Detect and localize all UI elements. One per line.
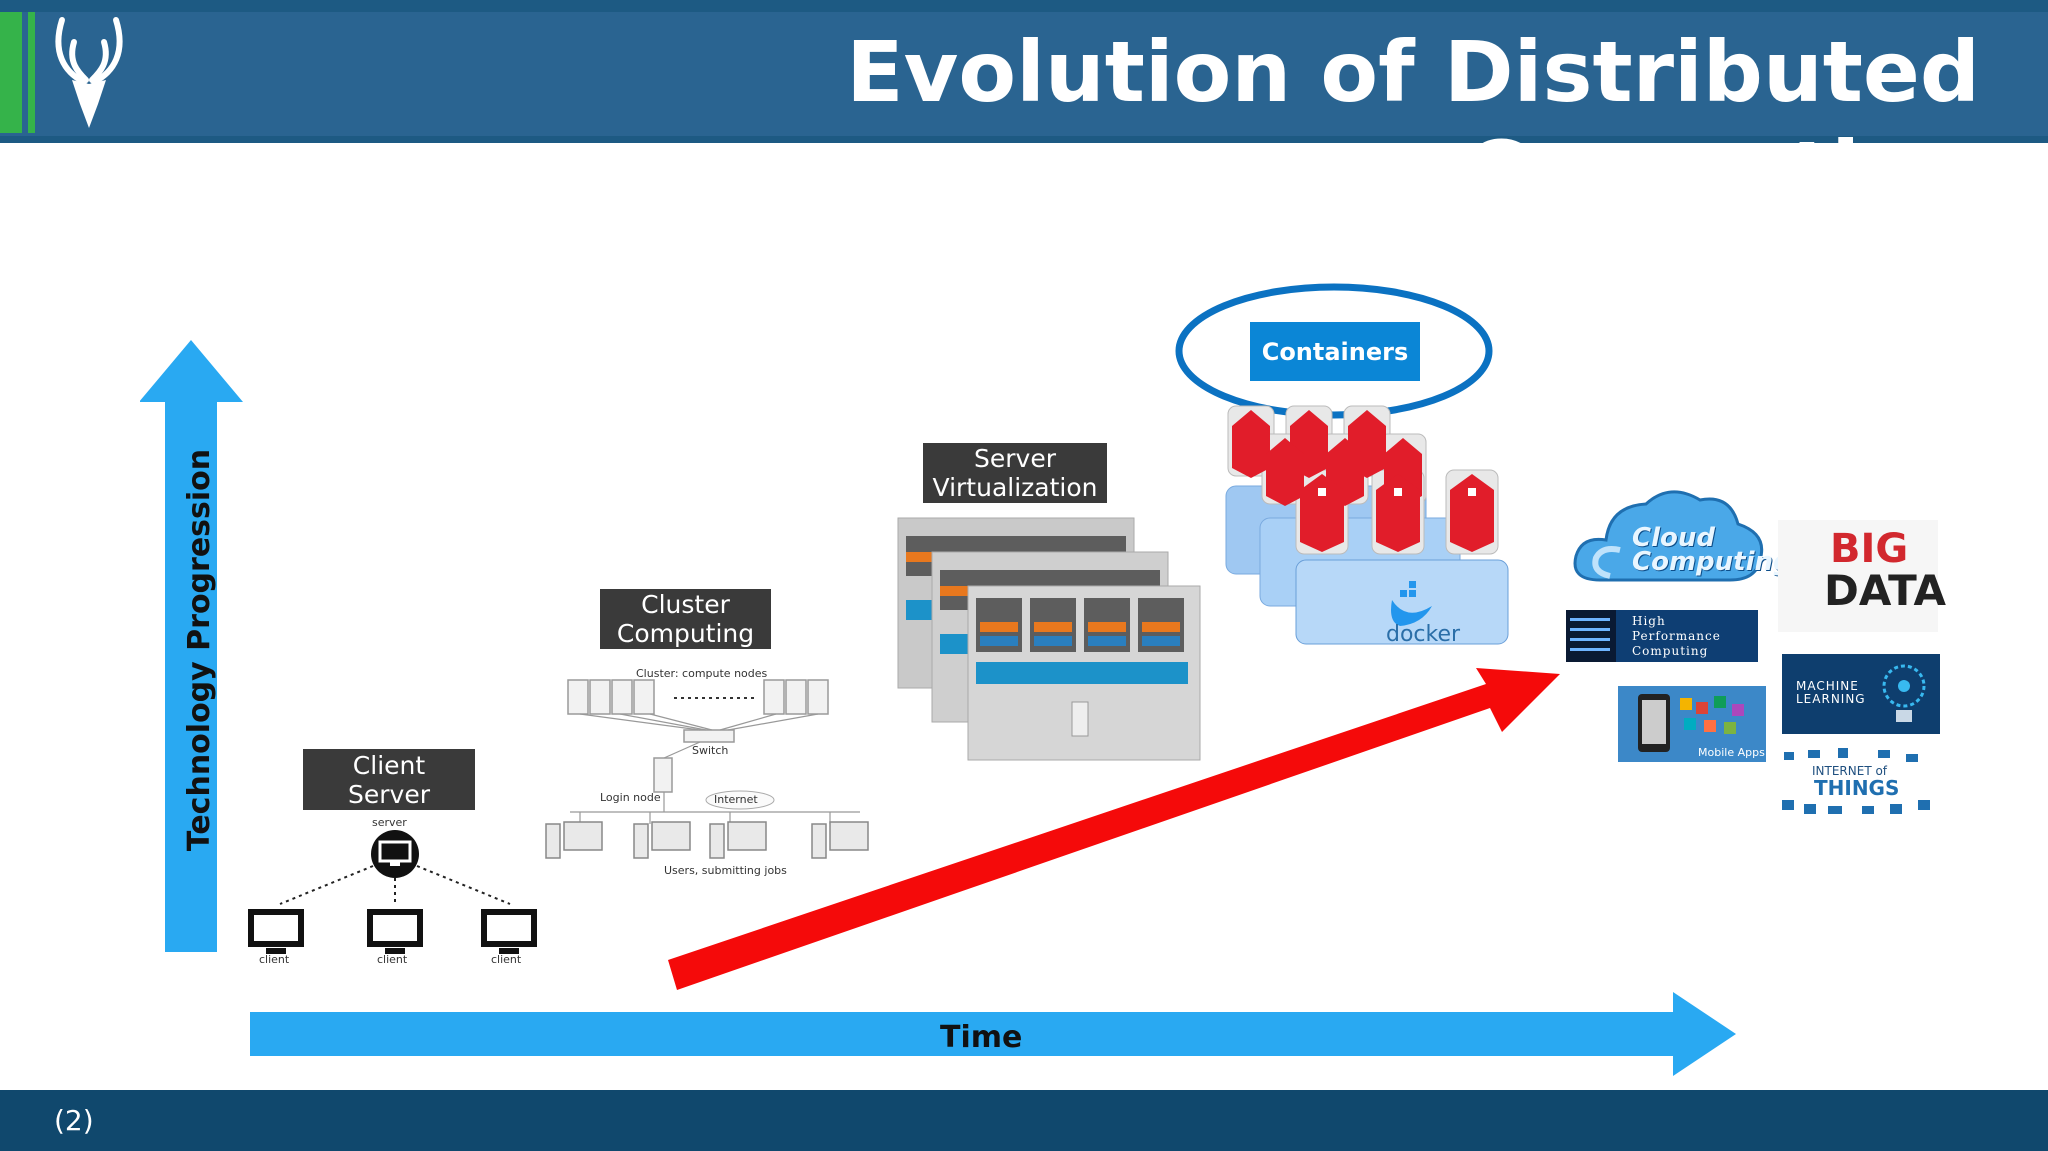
mobile-apps-tile: Mobile Apps bbox=[1618, 686, 1766, 762]
iot-devices-icon bbox=[1782, 748, 1930, 814]
mobile-apps-caption: Mobile Apps bbox=[1698, 746, 1765, 759]
page-number: (2) bbox=[54, 1104, 94, 1137]
iot-word-1: INTERNET of bbox=[1812, 764, 1888, 778]
big-data-tile: BIG DATA bbox=[1778, 520, 1946, 632]
x-axis-arrow bbox=[250, 992, 1736, 1076]
server-caption: server bbox=[372, 816, 407, 829]
hpc-word-1: High bbox=[1632, 614, 1666, 628]
iot-word-2: THINGS bbox=[1814, 776, 1900, 800]
docker-caption: docker bbox=[1386, 622, 1461, 647]
containers-diagram bbox=[1225, 405, 1509, 645]
hpc-word-3: Computing bbox=[1632, 644, 1709, 658]
server-rack-icon bbox=[1566, 610, 1616, 662]
y-axis-label: Technology Progression bbox=[182, 448, 217, 852]
big-data-word-1: BIG bbox=[1830, 526, 1909, 572]
iot-tile: INTERNET of THINGS bbox=[1778, 744, 1940, 822]
cluster-diagram bbox=[545, 679, 869, 859]
client-server-diagram bbox=[248, 830, 537, 954]
header-accent-stripe bbox=[0, 12, 22, 133]
machine-learning-tile: MACHINE LEARNING bbox=[1782, 654, 1940, 734]
virtualization-diagram bbox=[897, 517, 1201, 761]
ml-word-1: MACHINE bbox=[1796, 679, 1859, 693]
users-caption: Users, submitting jobs bbox=[664, 864, 787, 877]
hpc-tile: High Performance Computing bbox=[1566, 610, 1758, 662]
ml-word-2: LEARNING bbox=[1796, 692, 1866, 706]
y-axis-arrow bbox=[140, 340, 243, 952]
header-accent-stripe-thin bbox=[28, 12, 35, 133]
smartphone-apps-icon bbox=[1638, 694, 1744, 752]
hpc-word-2: Performance bbox=[1632, 629, 1721, 643]
cluster-nodes-caption: Cluster: compute nodes bbox=[636, 667, 768, 680]
x-axis-label: Time bbox=[940, 1020, 1023, 1055]
containers-label: Containers bbox=[1250, 322, 1420, 381]
lightbulb-network-icon bbox=[1882, 664, 1926, 722]
header-band bbox=[0, 12, 2048, 136]
antelope-logo-icon bbox=[55, 17, 123, 128]
footer-bar bbox=[0, 1090, 2048, 1151]
internet-caption: Internet bbox=[714, 793, 758, 806]
client-caption-3: client bbox=[491, 953, 522, 966]
containers-highlight-ellipse bbox=[1175, 283, 1493, 419]
slide-title: Evolution of Distributed Computing bbox=[846, 23, 1980, 221]
client-caption-2: client bbox=[377, 953, 408, 966]
login-node-caption: Login node bbox=[600, 791, 661, 804]
trend-arrow bbox=[668, 668, 1560, 990]
client-caption-1: client bbox=[259, 953, 290, 966]
cloud-computing-text: Cloud Computing bbox=[1632, 523, 1792, 577]
cloud-icon bbox=[1573, 490, 1764, 582]
big-data-word-2: DATA bbox=[1824, 566, 1947, 615]
switch-caption: Switch bbox=[692, 744, 729, 757]
